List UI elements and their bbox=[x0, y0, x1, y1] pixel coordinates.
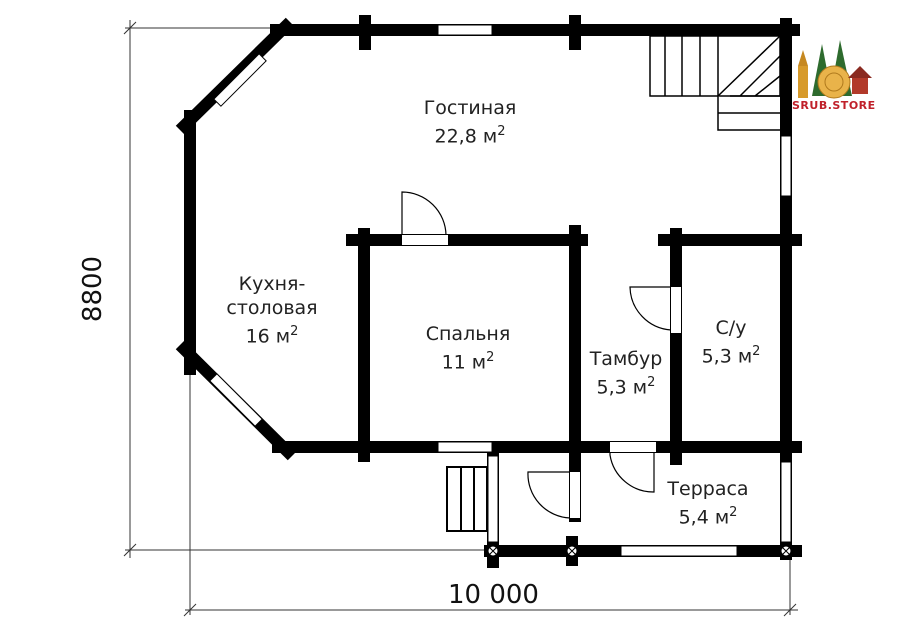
window-right-terrace bbox=[780, 461, 792, 543]
post-tambur bbox=[670, 447, 682, 465]
room-name-line2: столовая bbox=[226, 297, 318, 319]
posts bbox=[487, 447, 792, 566]
wall-diag-top-left bbox=[175, 17, 295, 135]
logo-graphic bbox=[798, 40, 872, 99]
room-area: 5,4 м2 bbox=[678, 505, 738, 529]
dimension-height: 8800 bbox=[78, 255, 109, 323]
logo-text: SRUB.STORE bbox=[792, 99, 876, 112]
post-1 bbox=[487, 545, 499, 557]
room-terrace: Терраса 5,4 м2 bbox=[667, 477, 748, 529]
door-terrace bbox=[609, 452, 655, 493]
post-2 bbox=[566, 536, 578, 566]
room-kitchen: Кухня- столовая 16 м2 bbox=[226, 272, 317, 348]
door-opening-terrace bbox=[610, 442, 656, 452]
room-name: С/у bbox=[715, 317, 747, 339]
room-bathroom: С/у 5,3 м2 bbox=[702, 316, 761, 368]
window-porch bbox=[487, 455, 499, 543]
door-bedroom bbox=[401, 191, 447, 236]
room-name: Тамбур bbox=[589, 348, 663, 370]
windows bbox=[209, 24, 792, 557]
window-diag-bottom bbox=[209, 373, 263, 427]
window-right-living bbox=[780, 135, 792, 197]
post-3 bbox=[780, 545, 792, 557]
room-living: Гостиная 22,8 м2 bbox=[424, 96, 517, 148]
dimension-lines bbox=[123, 20, 798, 617]
door-opening-bedroom bbox=[402, 235, 448, 245]
room-vestibule: Тамбур 5,3 м2 bbox=[590, 347, 663, 399]
room-bedroom: Спальня 11 м2 bbox=[426, 322, 511, 374]
room-name: Кухня- bbox=[238, 273, 306, 295]
window-diag-top bbox=[213, 53, 267, 107]
room-area: 22,8 м2 bbox=[434, 124, 506, 148]
window-terrace bbox=[620, 545, 738, 557]
room-area: 11 м2 bbox=[441, 350, 495, 374]
window-top bbox=[437, 24, 493, 36]
stairs-interior bbox=[649, 35, 781, 131]
room-area: 5,3 м2 bbox=[596, 375, 656, 399]
door-porch bbox=[527, 471, 571, 519]
room-name: Гостиная bbox=[423, 97, 517, 119]
logo: SRUB.STORE bbox=[792, 36, 876, 112]
door-opening-wc bbox=[671, 287, 681, 333]
room-name: Терраса bbox=[667, 478, 749, 500]
room-area: 16 м2 bbox=[245, 324, 299, 348]
dimension-width: 10 000 bbox=[448, 580, 539, 610]
stairs-porch bbox=[446, 466, 488, 532]
doors bbox=[401, 191, 672, 519]
door-opening-porch bbox=[570, 472, 580, 518]
window-bedroom bbox=[437, 441, 493, 453]
room-name: Спальня bbox=[425, 323, 511, 345]
room-area: 5,3 м2 bbox=[701, 344, 761, 368]
door-wc bbox=[629, 286, 672, 331]
